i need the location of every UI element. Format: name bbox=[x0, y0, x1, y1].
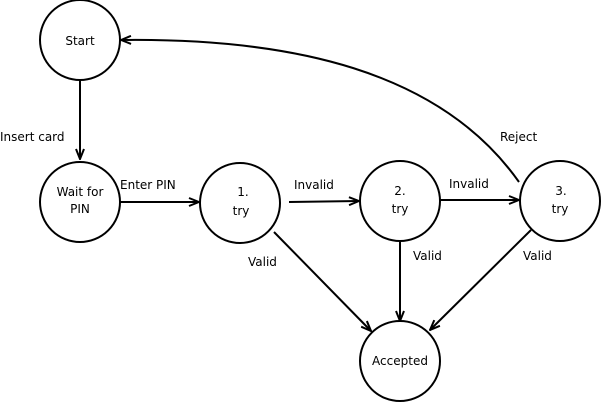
state-try-2: 2. try bbox=[359, 160, 441, 242]
label-invalid-2: Invalid bbox=[449, 177, 489, 191]
label-invalid-1: Invalid bbox=[294, 178, 334, 192]
state-try-3: 3. try bbox=[519, 160, 601, 242]
state-try3-label-line2: try bbox=[552, 202, 569, 216]
state-accepted-label: Accepted bbox=[372, 354, 428, 368]
state-wait-label-line2: PIN bbox=[70, 202, 90, 216]
label-valid-3: Valid bbox=[523, 249, 552, 263]
edge-try3-to-accepted bbox=[430, 229, 532, 330]
edge-try1-to-try2 bbox=[288, 201, 359, 202]
label-reject: Reject bbox=[500, 130, 537, 144]
label-valid-1: Valid bbox=[248, 255, 277, 269]
state-try-1: 1. try bbox=[199, 162, 281, 244]
state-start-label: Start bbox=[65, 34, 95, 48]
state-try2-label-line2: try bbox=[392, 202, 409, 216]
state-wait-label-line1: Wait for bbox=[57, 185, 104, 199]
edge-try1-to-accepted bbox=[273, 231, 371, 331]
state-wait-for-pin: Wait for PIN bbox=[39, 161, 121, 243]
state-try1-label-line1: 1. bbox=[237, 185, 248, 199]
state-start: Start bbox=[39, 0, 121, 81]
label-enter-pin: Enter PIN bbox=[120, 178, 176, 192]
label-insert-card: Insert card bbox=[0, 130, 65, 144]
state-accepted: Accepted bbox=[359, 320, 441, 402]
state-try2-label-line1: 2. bbox=[394, 184, 405, 198]
state-try3-label-line1: 3. bbox=[555, 184, 566, 198]
edge-try3-to-start bbox=[121, 40, 520, 183]
label-valid-2: Valid bbox=[413, 249, 442, 263]
state-try1-label-line2: try bbox=[233, 204, 250, 218]
